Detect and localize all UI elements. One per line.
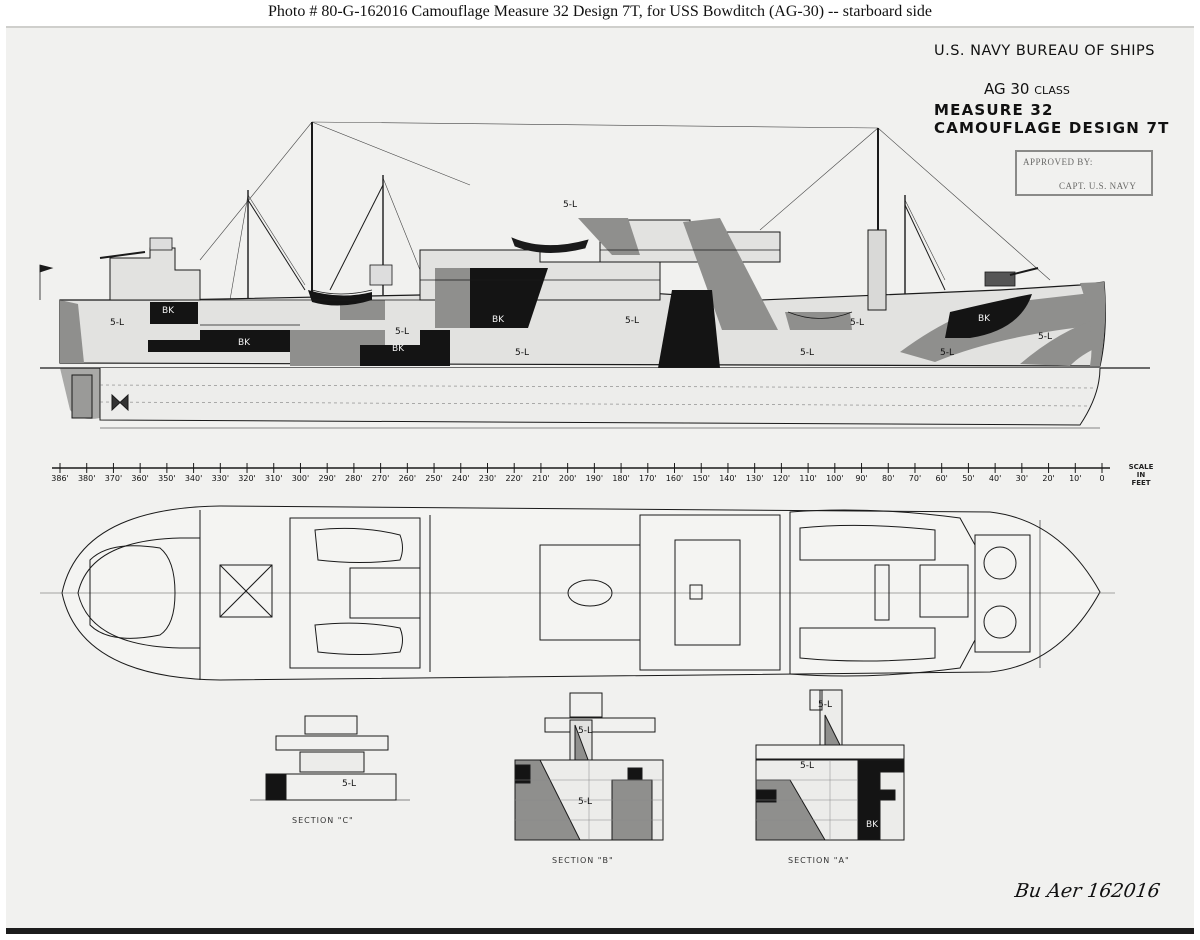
paint-label-stern: 5-L bbox=[110, 318, 124, 328]
paint-label-bk-5: BK bbox=[978, 314, 991, 324]
scale-tick-label: 0 bbox=[1099, 474, 1105, 483]
approval-stamp: APPROVED BY: CAPT. U.S. NAVY bbox=[1015, 150, 1153, 196]
scale-tick-label: 310' bbox=[265, 474, 283, 483]
section-b-label: SECTION "B" bbox=[552, 856, 614, 865]
scale-tick-label: 300' bbox=[291, 474, 310, 483]
scale-unit-line2: FEET bbox=[1131, 479, 1151, 487]
scale-tick-label: 10' bbox=[1069, 474, 1082, 483]
paint-label-mid-3: 5-L bbox=[625, 316, 639, 326]
archive-signature: Bu Aer 162016 bbox=[1013, 880, 1162, 902]
section-b bbox=[514, 692, 664, 841]
scale-tick-label: 370' bbox=[104, 474, 123, 483]
scale-tick-label: 320' bbox=[238, 474, 256, 483]
paint-label-section-a-1: 5-L bbox=[818, 700, 832, 710]
plan-view bbox=[40, 505, 1115, 681]
bureau-title: U.S. NAVY BUREAU OF SHIPS bbox=[934, 43, 1156, 59]
paint-label-fwd-1: 5-L bbox=[800, 348, 814, 358]
scale-tick-label: 130' bbox=[745, 474, 764, 483]
scale-tick-label: 260' bbox=[398, 474, 417, 483]
black-camouflage bbox=[148, 268, 1032, 368]
paint-label-mast: 5-L bbox=[563, 200, 577, 210]
scale-tick-label: 250' bbox=[425, 474, 443, 483]
scale-unit-label: SCALE IN FEET bbox=[1124, 463, 1158, 487]
scale-tick-label: 210' bbox=[532, 474, 550, 483]
class-title: AG 30 CLASS bbox=[984, 80, 1070, 98]
scale-tick-label: 350' bbox=[158, 474, 176, 483]
scale-tick-label: 190' bbox=[585, 474, 604, 483]
scale-tick-label: 30' bbox=[1015, 474, 1029, 483]
scale-bar bbox=[52, 463, 1110, 473]
scale-tick-label: 280' bbox=[345, 474, 363, 483]
rigging-lines bbox=[199, 121, 1051, 301]
paint-label-fwd-2: 5-L bbox=[940, 348, 954, 358]
class-main: AG 30 bbox=[984, 80, 1030, 98]
scale-tick-label: 230' bbox=[478, 474, 497, 483]
measure-title: MEASURE 32 bbox=[934, 101, 1054, 119]
section-c-label: SECTION "C" bbox=[292, 816, 354, 825]
scale-tick-label: 40' bbox=[988, 474, 1002, 483]
scale-tick-label: 220' bbox=[505, 474, 523, 483]
scale-tick-label: 120' bbox=[772, 474, 791, 483]
paint-label-section-b-1: 5-L bbox=[578, 726, 592, 736]
scale-tick-label: 70' bbox=[908, 474, 922, 483]
paint-label-bk-4: BK bbox=[492, 315, 505, 325]
sheet-border bbox=[6, 26, 1194, 934]
scale-tick-label: 170' bbox=[639, 474, 657, 483]
profile-view bbox=[39, 121, 1150, 429]
scale-tick-label: 90' bbox=[855, 474, 868, 483]
stamp-approved: APPROVED BY: bbox=[1023, 157, 1093, 167]
scale-tick-label: 340' bbox=[184, 474, 203, 483]
section-c bbox=[250, 715, 410, 801]
section-a bbox=[755, 689, 905, 841]
scale-tick-label: 180' bbox=[612, 474, 630, 483]
paint-label-deck: 5-L bbox=[850, 318, 864, 328]
class-suffix: CLASS bbox=[1034, 84, 1070, 97]
photo-caption: Photo # 80-G-162016 Camouflage Measure 3… bbox=[267, 3, 933, 20]
scale-tick-label: 150' bbox=[692, 474, 710, 483]
scale-tick-label: 360' bbox=[131, 474, 149, 483]
scale-tick-label: 100' bbox=[826, 474, 844, 483]
paint-label-bk-1: BK bbox=[162, 306, 175, 316]
scale-tick-label: 20' bbox=[1042, 474, 1055, 483]
scale-tick-label: 240' bbox=[452, 474, 470, 483]
paint-label-bow: 5-L bbox=[1038, 332, 1052, 342]
scale-tick-label: 290' bbox=[318, 474, 336, 483]
scale-tick-label: 270' bbox=[371, 474, 390, 483]
scale-tick-label: 110' bbox=[799, 474, 817, 483]
paint-label-mid-2: 5-L bbox=[515, 348, 529, 358]
deck-details bbox=[39, 237, 1039, 326]
scale-tick-label: 380' bbox=[77, 474, 96, 483]
paint-label-bk-2: BK bbox=[238, 338, 251, 348]
scale-tick-label: 386' bbox=[51, 474, 69, 483]
scale-unit-line1: SCALE IN bbox=[1128, 463, 1154, 479]
scale-tick-label: 50' bbox=[962, 474, 975, 483]
section-a-label: SECTION "A" bbox=[788, 856, 850, 865]
paint-label-section-b-2: 5-L bbox=[578, 797, 592, 807]
scale-tick-label: 140' bbox=[719, 474, 737, 483]
scale-tick-label: 160' bbox=[665, 474, 684, 483]
paint-label-section-c: 5-L bbox=[342, 779, 356, 789]
scale-tick-label: 80' bbox=[882, 474, 895, 483]
scale-tick-label: 330' bbox=[211, 474, 230, 483]
paint-label-bk-3: BK bbox=[392, 344, 405, 354]
scale-tick-label: 60' bbox=[935, 474, 948, 483]
design-title: CAMOUFLAGE DESIGN 7T bbox=[934, 119, 1170, 137]
stamp-rank: CAPT. U.S. NAVY bbox=[1059, 181, 1137, 191]
paint-label-mid-1: 5-L bbox=[395, 327, 409, 337]
paint-label-section-a-3: BK bbox=[866, 820, 879, 830]
paint-label-section-a-2: 5-L bbox=[800, 761, 814, 771]
scale-tick-label: 200' bbox=[558, 474, 577, 483]
